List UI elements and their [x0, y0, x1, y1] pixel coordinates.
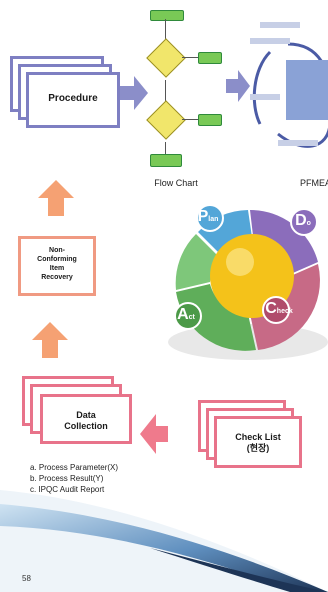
footer-decoration [0, 490, 328, 592]
nonconforming-box [18, 236, 96, 296]
check-list-line1: Check List [235, 432, 281, 442]
flow-connector [165, 19, 166, 55]
procedure-label: Procedure [48, 93, 98, 104]
arrow-up-icon [32, 322, 68, 358]
arrow-right-icon [120, 76, 148, 110]
pdca-act-letter: Act [177, 306, 195, 323]
flow-connector [165, 80, 166, 110]
pdca-cycle-diagram [168, 204, 328, 360]
flow-connector [182, 119, 200, 120]
pdca-do-letter: Do [295, 212, 311, 229]
flow-start-node [150, 10, 184, 21]
data-collection-label: Data Collection [40, 410, 132, 432]
arrow-up-icon [38, 180, 74, 216]
data-collection-card-front [40, 394, 132, 444]
flow-connector [165, 142, 166, 154]
pfmea-cycle-diagram [250, 22, 328, 148]
procedure-card-front [26, 72, 120, 128]
flow-decision-2 [146, 100, 186, 140]
pfmea-caption: PFMEA [300, 178, 328, 188]
flow-end-node [150, 154, 182, 167]
check-list-card-front [214, 416, 302, 468]
flow-process-node-1 [198, 52, 222, 64]
pdca-check-letter: Check [265, 300, 293, 317]
nonconforming-line4: Recovery [41, 274, 73, 281]
arrow-left-icon [140, 414, 168, 454]
nonconforming-label: Non- Conforming Item Recovery [18, 246, 96, 282]
data-items-list: a. Process Parameter(X) b. Process Resul… [30, 462, 118, 495]
pdca-plan-letter: Plan [197, 208, 219, 225]
check-list-label: Check List (현장) [214, 432, 302, 454]
flow-decision-1 [146, 38, 186, 78]
arrow-right-icon [226, 70, 250, 102]
nonconforming-line2: Conforming [37, 256, 77, 263]
flow-process-node-2 [198, 114, 222, 126]
data-item: b. Process Result(Y) [30, 474, 104, 483]
check-list-line2: (현장) [246, 443, 270, 453]
flow-chart-caption: Flow Chart [154, 178, 198, 188]
data-collection-line1: Data [76, 410, 96, 420]
data-collection-line2: Collection [64, 421, 108, 431]
page-number: 58 [22, 574, 31, 583]
flow-connector [182, 57, 200, 58]
data-item: c. IPQC Audit Report [30, 485, 105, 494]
nonconforming-line3: Item [49, 265, 65, 272]
nonconforming-line1: Non- [49, 247, 65, 254]
data-item: a. Process Parameter(X) [30, 463, 119, 472]
